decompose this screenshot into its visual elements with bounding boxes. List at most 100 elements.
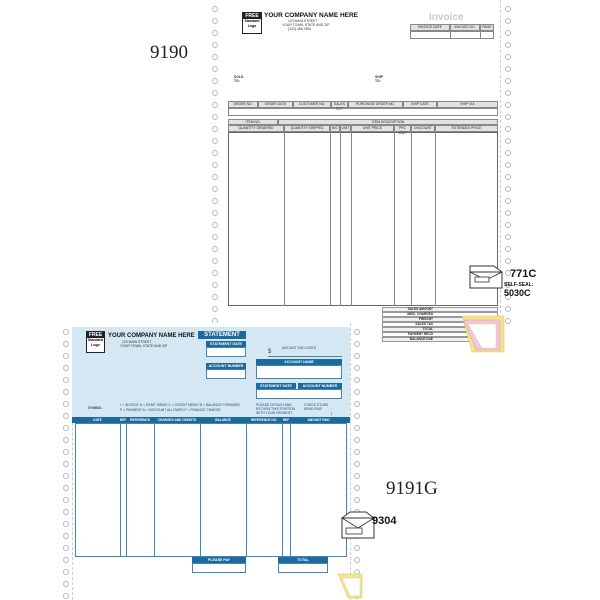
invoice-body-table [228, 132, 498, 306]
invoice-envelope-self-seal: SELF-SEAL: [504, 282, 534, 288]
statement-envelope-code: 9304 [372, 515, 397, 527]
pinfeed-hole [212, 18, 218, 24]
total-box [278, 563, 328, 573]
invoice-logo: FREE Standard Logo [242, 12, 262, 34]
pinfeed-hole [63, 341, 69, 347]
divider [394, 132, 395, 306]
pinfeed-hole [212, 294, 218, 300]
statement-column-header: REF [282, 418, 290, 422]
totals-row: SALES AMOUNT [382, 307, 498, 312]
pinfeed-hole [354, 485, 360, 491]
symbol-label: SYMBOL [88, 406, 103, 410]
invoice-envelope-code-2: 5030C [504, 288, 531, 298]
pinfeed-hole [354, 449, 360, 455]
invoice-envelope-code: 771C [510, 268, 537, 280]
statement-column-header: CHARGES AND CREDITS [157, 418, 197, 422]
pinfeed-hole [212, 258, 218, 264]
please-pay-header: PLEASE PAY [192, 557, 246, 563]
invoice-carbon-copies [461, 315, 505, 353]
pinfeed-hole [212, 306, 218, 312]
qty-ordered-header: QUANTITY ORDERED [228, 125, 284, 132]
statement-column-band [72, 417, 350, 423]
statement-logo-line3: Logo [91, 343, 100, 347]
divider [411, 132, 412, 306]
divider [435, 132, 436, 306]
pinfeed-hole [63, 449, 69, 455]
totals-label: SALES AMOUNT [407, 307, 433, 311]
divider [290, 423, 291, 557]
pinfeed-hole [212, 54, 218, 60]
pinfeed-hole [63, 569, 69, 575]
divider [351, 132, 352, 306]
divider [120, 423, 121, 557]
pinfeed-hole [505, 78, 511, 84]
pinfeed-hole [212, 114, 218, 120]
pinfeed-hole [354, 425, 360, 431]
divider [154, 423, 155, 557]
divider [480, 31, 481, 39]
totals-label: MISC. CHARGES [407, 312, 433, 316]
pinfeed-hole [63, 485, 69, 491]
item-description-header: ITEM DESCRIPTION [278, 119, 498, 125]
unit-price-header: UNIT PRICE [351, 125, 394, 132]
pinfeed-hole [212, 30, 218, 36]
order-row: ORDER NO. ORDER DATE CUSTOMER NO. SALES … [228, 101, 498, 116]
pinfeed-hole [354, 341, 360, 347]
account-number-header-2: ACCOUNT NUMBER [298, 383, 342, 389]
pinfeed-hole [63, 353, 69, 359]
pinfeed-hole [505, 282, 511, 288]
account-name-box [256, 365, 342, 379]
statement-column-header: REFERENCE NO. [250, 418, 278, 422]
invoice-date-header: INVOICE DATE [410, 24, 450, 31]
statement-logo-free: FREE [87, 332, 104, 338]
pinfeed-hole [63, 593, 69, 599]
pinfeed-hole [354, 473, 360, 479]
statement-date-header: STATEMENT DATE [206, 341, 246, 347]
pinfeed-hole [63, 389, 69, 395]
pinfeed-hole [505, 186, 511, 192]
pinfeed-hole [505, 30, 511, 36]
invoice-page-header: PAGE [480, 24, 494, 31]
pinfeed-hole [505, 162, 511, 168]
account-number-header: ACCOUNT NUMBER [206, 363, 246, 369]
pinfeed-hole [212, 78, 218, 84]
pinfeed-hole [505, 114, 511, 120]
invoice-header-values [410, 31, 494, 39]
pinfeed-hole [63, 437, 69, 443]
pinfeed-hole [505, 294, 511, 300]
pinfeed-hole [63, 329, 69, 335]
account-number-box [206, 369, 246, 379]
totals-label: SALES TAX [415, 322, 433, 326]
item-no-header: ITEM NO. [228, 119, 278, 125]
statement-date-header-2: STATEMENT DATE [256, 383, 296, 389]
statement-column-header: BALANCE [215, 418, 231, 422]
invoice-company-city: YOUR TOWN, STATE AND ZIP [282, 23, 330, 27]
statement-logo-line2: Standard [87, 338, 104, 342]
pinfeed-hole [505, 174, 511, 180]
pinfeed-hole [505, 42, 511, 48]
pinfeed-hole [505, 270, 511, 276]
pinfeed-hole [354, 377, 360, 383]
divider [282, 423, 283, 557]
pinfeed-hole [505, 222, 511, 228]
pinfeed-hole [354, 461, 360, 467]
ship-to-label: SHIP TO: [375, 75, 383, 83]
ship-date-header: SHIP DATE [403, 101, 437, 108]
pinfeed-hole [63, 473, 69, 479]
unit-header: UNIT [340, 125, 351, 132]
pinfeed-hole [212, 6, 218, 12]
pinfeed-hole [505, 18, 511, 24]
pinfeed-hole [212, 222, 218, 228]
pinfeed-hole [354, 413, 360, 419]
totals-label: TOTAL [422, 327, 433, 331]
invoice-logo-line2: Standard [244, 19, 260, 23]
extended-price-header: EXTENDED PRICE [435, 125, 498, 132]
invoice-logo-free: FREE [243, 13, 261, 19]
pinfeed-hole [505, 126, 511, 132]
pinfeed-hole [505, 102, 511, 108]
statement-column-header: DATE [93, 418, 102, 422]
pinfeed-hole [63, 533, 69, 539]
pinfeed-hole [212, 174, 218, 180]
pinfeed-hole [354, 497, 360, 503]
pinfeed-hole [63, 425, 69, 431]
